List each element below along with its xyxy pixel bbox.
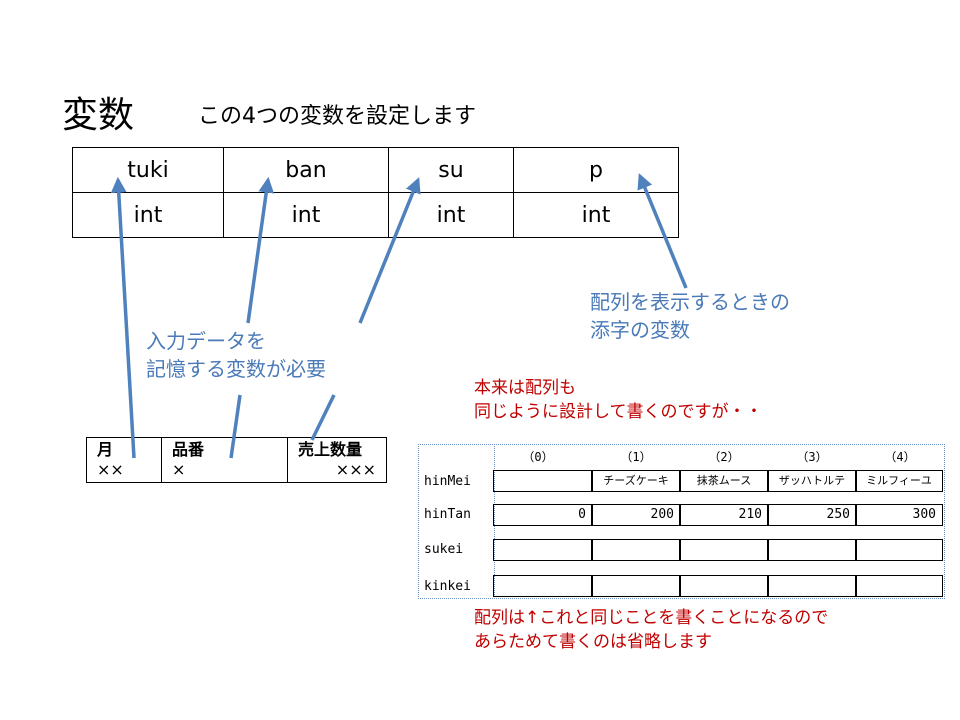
arrays-frame <box>418 444 945 599</box>
variable-type: int <box>223 192 389 238</box>
array-cell <box>493 470 593 492</box>
arrays-name-separator <box>494 444 495 597</box>
array-cell: 0 <box>493 504 593 526</box>
array-index-label: （4） <box>884 450 916 464</box>
array-cell <box>591 539 681 561</box>
note-line: 入力データを <box>146 329 266 353</box>
record-field-label: 売上数量 <box>298 440 363 459</box>
array-cell <box>855 539 943 561</box>
input-record-table: 月 ×× 品番 × 売上数量 ××× <box>86 437 387 483</box>
record-field-value: ××× <box>335 460 376 479</box>
array-cell: ミルフィーユ <box>855 470 943 492</box>
record-field-label: 月 <box>97 440 114 459</box>
array-cell <box>493 575 593 597</box>
array-cell: ザッハトルテ <box>767 470 857 492</box>
array-cell: 210 <box>679 504 769 526</box>
arrow-ban-lower <box>229 394 242 459</box>
page-title: 変数 <box>62 95 135 136</box>
arrow-tuki <box>110 176 136 459</box>
array-cell <box>767 575 857 597</box>
array-cell <box>591 575 681 597</box>
variable-type: int <box>72 192 224 238</box>
record-field-label: 品番 <box>172 440 205 459</box>
array-cell: 200 <box>591 504 681 526</box>
note-line: 本来は配列も <box>474 378 576 398</box>
note-line: あらためて書くのは省略します <box>474 632 712 652</box>
note-line: 配列を表示するときの <box>590 290 790 314</box>
note-line: 添字の変数 <box>590 318 690 342</box>
record-field-value: × <box>172 460 186 479</box>
array-cell <box>855 575 943 597</box>
arrays-figure: （0） （1） （2） （3） （4） hinMei チーズケーキ 抹茶ムース … <box>418 444 945 599</box>
array-cell <box>767 539 857 561</box>
array-index-label: （1） <box>620 450 652 464</box>
array-design-note: 本来は配列も 同じように設計して書くのですが・・ <box>474 376 763 424</box>
omit-note: 配列は↑これと同じことを書くことになるので あらためて書くのは省略します <box>474 606 828 654</box>
index-variable-note: 配列を表示するときの 添字の変数 <box>590 288 790 344</box>
record-field: 売上数量 ××× <box>287 437 387 483</box>
array-cell <box>493 539 593 561</box>
array-row-name: kinkei <box>424 579 471 594</box>
array-row-name: hinMei <box>424 474 471 489</box>
arrow-ban <box>246 176 275 324</box>
variable-name: tuki <box>72 147 224 193</box>
array-index-label: （2） <box>708 450 740 464</box>
page-subtitle: この4つの変数を設定します <box>198 104 476 129</box>
note-line: 記憶する変数が必要 <box>146 357 326 381</box>
array-cell <box>679 575 769 597</box>
array-cell: 抹茶ムース <box>679 470 769 492</box>
array-cell <box>679 539 769 561</box>
record-field: 品番 × <box>161 437 288 483</box>
arrow-su <box>358 177 421 324</box>
array-index-label: （0） <box>522 450 554 464</box>
arrow-p <box>637 173 688 289</box>
array-cell: 250 <box>767 504 857 526</box>
record-field: 月 ×× <box>86 437 162 483</box>
note-line: 配列は↑これと同じことを書くことになるので <box>474 608 829 628</box>
array-index-label: （3） <box>796 450 828 464</box>
array-row-name: sukei <box>424 542 464 557</box>
array-cell: 300 <box>855 504 943 526</box>
record-field-value: ×× <box>97 460 124 479</box>
array-row-name: hinTan <box>424 507 471 522</box>
array-cell: チーズケーキ <box>591 470 681 492</box>
input-data-note: 入力データを 記憶する変数が必要 <box>146 327 326 383</box>
variable-type: int <box>388 192 514 238</box>
arrow-su-lower <box>310 394 336 441</box>
note-line: 同じように設計して書くのですが・・ <box>474 402 763 422</box>
